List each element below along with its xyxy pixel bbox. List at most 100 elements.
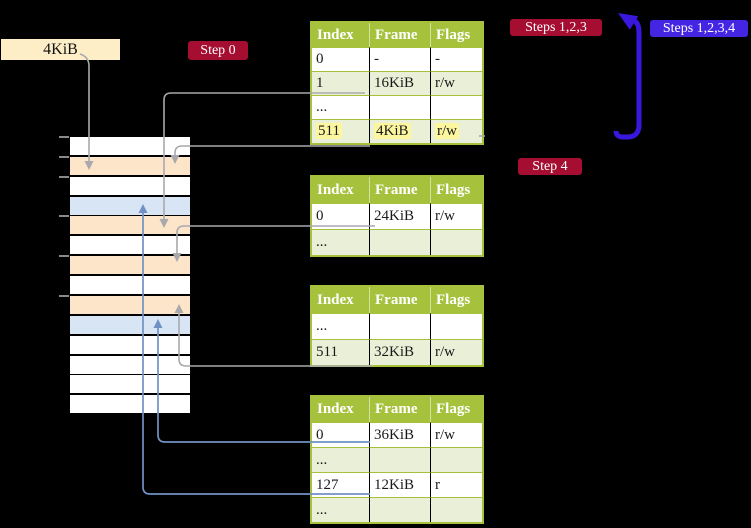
- address-tick: [59, 294, 69, 297]
- memory-frame-row-white: [70, 137, 190, 155]
- table-row: ...: [312, 447, 482, 472]
- column-header-index: Index: [312, 177, 369, 203]
- table-row: 0--: [312, 47, 482, 71]
- table-cell: r/w: [430, 119, 482, 143]
- highlighted-value: r/w: [435, 123, 459, 139]
- table-row: ...: [312, 497, 482, 522]
- table-cell: 16KiB: [369, 71, 430, 95]
- arrow-steps-loop: [613, 17, 642, 140]
- column-header-frame: Frame: [369, 177, 430, 203]
- table-cell: ...: [312, 229, 369, 255]
- table-cell: 36KiB: [369, 422, 430, 447]
- table-row: 511 4KiB r/w: [312, 119, 482, 143]
- memory-frame-row-white: [70, 236, 190, 255]
- badge-step-4: Step 4: [518, 158, 582, 175]
- table-cell: [369, 95, 430, 119]
- table-cell: [430, 447, 482, 472]
- column-header-flags: Flags: [430, 177, 482, 203]
- memory-frame-row-white: [70, 276, 190, 294]
- table-cell: r/w: [430, 422, 482, 447]
- column-header-flags: Flags: [430, 397, 482, 422]
- physical-memory-strip: [70, 137, 190, 415]
- table-cell: [369, 447, 430, 472]
- address-tick: [59, 215, 69, 218]
- memory-frame-row-white: [70, 375, 190, 394]
- table-cell: ...: [312, 497, 369, 522]
- badge-steps-1-2-3: Steps 1,2,3: [510, 19, 602, 36]
- table-cell: 511: [312, 339, 369, 365]
- column-header-index: Index: [312, 287, 369, 313]
- memory-frame-row-blue: [70, 315, 190, 334]
- memory-frame-row-white: [70, 176, 190, 195]
- memory-frame-row-orange: [70, 216, 190, 235]
- table-cell: 511: [312, 119, 369, 143]
- table-cell: 0: [312, 422, 369, 447]
- table-cell: [430, 313, 482, 339]
- table-cell: [369, 313, 430, 339]
- table-cell: r/w: [430, 71, 482, 95]
- table-cell: 1: [312, 71, 369, 95]
- column-header-index: Index: [312, 23, 369, 47]
- address-tick: [59, 155, 69, 158]
- highlighted-value: 511: [316, 123, 342, 139]
- column-header-frame: Frame: [369, 397, 430, 422]
- badge-steps-1-2-3-4: Steps 1,2,3,4: [650, 20, 748, 37]
- table-cell: r/w: [430, 203, 482, 229]
- table-cell: 127: [312, 472, 369, 497]
- arrow-pt1-entry511-to-frame-4kib: [174, 145, 370, 156]
- memory-frame-row-blue: [70, 196, 190, 215]
- memory-frame-row-white: [70, 335, 190, 354]
- address-tick: [59, 255, 69, 258]
- table-row: ...: [312, 313, 482, 339]
- table-cell: [430, 95, 482, 119]
- table-cell: 4KiB: [369, 119, 430, 143]
- column-header-index: Index: [312, 397, 369, 422]
- table-cell: [369, 497, 430, 522]
- table-cell: 12KiB: [369, 472, 430, 497]
- address-tick: [59, 136, 69, 138]
- memory-frame-row-orange: [70, 256, 190, 275]
- table-cell: 32KiB: [369, 339, 430, 365]
- address-tick: [59, 175, 69, 178]
- column-header-frame: Frame: [369, 23, 430, 47]
- memory-frame-row-white: [70, 355, 190, 374]
- badge-step-0: Step 0: [188, 41, 248, 60]
- table-cell: ...: [312, 447, 369, 472]
- table-cell: 0: [312, 203, 369, 229]
- table-cell: ...: [312, 313, 369, 339]
- column-header-flags: Flags: [430, 287, 482, 313]
- table-row: ...: [312, 229, 482, 255]
- column-header-frame: Frame: [369, 287, 430, 313]
- table-cell: [430, 497, 482, 522]
- table-cell: r/w: [430, 339, 482, 365]
- memory-frame-row-white: [70, 395, 190, 414]
- column-header-flags: Flags: [430, 23, 482, 47]
- table-row: ...: [312, 95, 482, 119]
- table-cell: [430, 229, 482, 255]
- table-cell: 24KiB: [369, 203, 430, 229]
- table-cell: -: [369, 47, 430, 71]
- table-cell: 0: [312, 47, 369, 71]
- arrowhead-up-left-icon: [618, 13, 639, 30]
- memory-frame-row-orange: [70, 156, 190, 175]
- table-cell: r: [430, 472, 482, 497]
- page-size-label: 4KiB: [1, 39, 120, 60]
- table-cell: [369, 229, 430, 255]
- memory-frame-row-orange: [70, 295, 190, 314]
- highlighted-value: 4KiB: [374, 123, 411, 139]
- table-cell: -: [430, 47, 482, 71]
